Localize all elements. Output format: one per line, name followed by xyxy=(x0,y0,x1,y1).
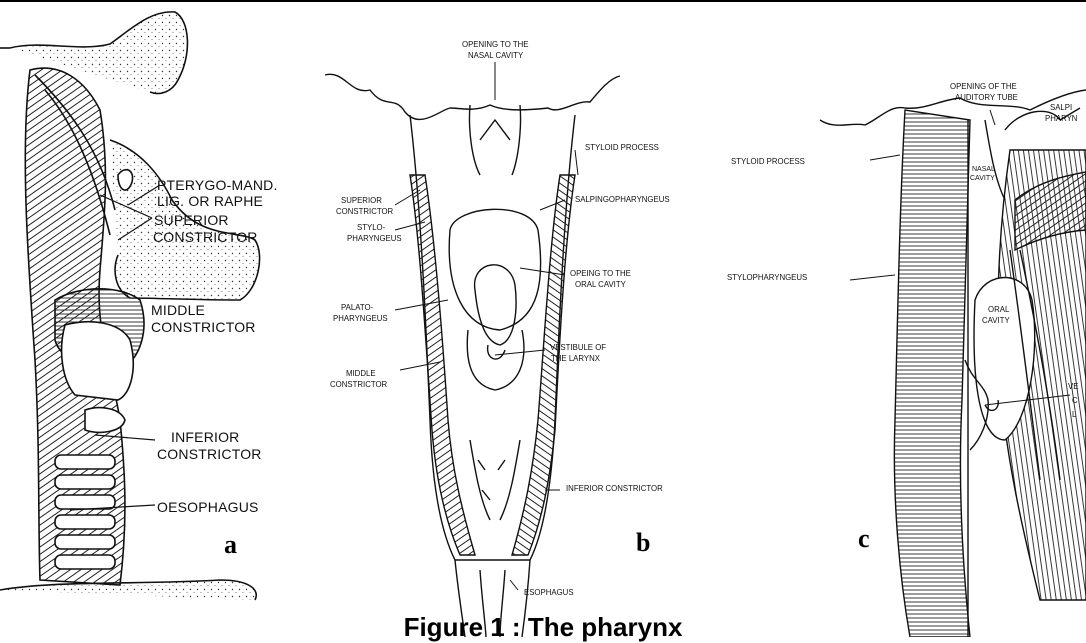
label-a-inferior-line1: INFERIOR xyxy=(171,429,240,445)
label-a-middle-line1: MIDDLE xyxy=(151,302,205,318)
label-b-nasal-line1: OPENING TO THE xyxy=(462,40,528,50)
label-c-salpi-line1: SALPI xyxy=(1050,103,1072,113)
label-b-styloid: STYLOID PROCESS xyxy=(585,143,659,153)
label-a-inferior-line2: CONSTRICTOR xyxy=(157,446,262,462)
label-b-oral-line2: ORAL CAVITY xyxy=(575,280,626,290)
label-b-middle-line1: MIDDLE xyxy=(346,369,376,379)
label-c-auditory-line1: OPENING OF THE xyxy=(950,82,1017,92)
label-c-stylopharyngeus: STYLOPHARYNGEUS xyxy=(727,273,807,283)
panel-c-drawing xyxy=(820,90,1086,637)
figure-caption: Figure 1 : The pharynx xyxy=(0,612,1086,643)
label-c-nasal-line2: CAVITY xyxy=(970,175,995,183)
label-c-auditory-line2: AUDITORY TUBE xyxy=(955,93,1018,103)
label-b-salpingopharyngeus: SALPINGOPHARYNGEUS xyxy=(575,195,670,205)
label-c-styloid: STYLOID PROCESS xyxy=(731,157,805,167)
label-c-ve-line2: C xyxy=(1072,396,1078,406)
label-a-superior-line2: CONSTRICTOR xyxy=(153,229,258,245)
label-b-stylo-line2: PHARYNGEUS xyxy=(347,234,402,244)
panel-c-letter: c xyxy=(858,524,870,554)
label-b-palato-line2: PHARYNGEUS xyxy=(333,314,388,324)
label-a-superior-line1: SUPERIOR xyxy=(154,212,229,228)
label-a-oesophagus: OESOPHAGUS xyxy=(157,499,259,515)
label-c-salpi-line2: PHARYN xyxy=(1045,114,1077,124)
label-b-middle-line2: CONSTRICTOR xyxy=(330,380,387,390)
label-c-ve-line1: VE xyxy=(1068,382,1078,392)
label-b-stylo-line1: STYLO- xyxy=(357,223,385,233)
label-a-middle-line2: CONSTRICTOR xyxy=(151,319,256,335)
label-b-vestibule-line2: THE LARYNX xyxy=(551,354,600,364)
label-b-nasal-line2: NASAL CAVITY xyxy=(468,51,523,61)
label-b-inferior: INFERIOR CONSTRICTOR xyxy=(566,484,663,494)
label-b-superior-line1: SUPERIOR xyxy=(341,196,382,206)
label-b-oral-line1: OPEING TO THE xyxy=(570,269,631,279)
label-pterygo-line1: PTERYGO-MAND. xyxy=(157,177,278,193)
label-c-ve-line3: L xyxy=(1072,410,1076,420)
label-b-vestibule-line1: VESTIBULE OF xyxy=(550,343,606,353)
panel-a-letter: a xyxy=(224,530,237,560)
label-c-oral-line2: CAVITY xyxy=(982,316,1010,326)
label-c-oral-line1: ORAL xyxy=(988,305,1009,315)
panel-b-letter: b xyxy=(636,528,650,558)
label-pterygo-line2: LIG. OR RAPHE xyxy=(157,193,263,209)
label-b-palato-line1: PALATO- xyxy=(341,303,373,313)
label-b-esophagus: ESOPHAGUS xyxy=(524,588,574,598)
label-b-superior-line2: CONSTRICTOR xyxy=(336,207,393,217)
label-c-nasal-line1: NASAL xyxy=(972,166,995,174)
